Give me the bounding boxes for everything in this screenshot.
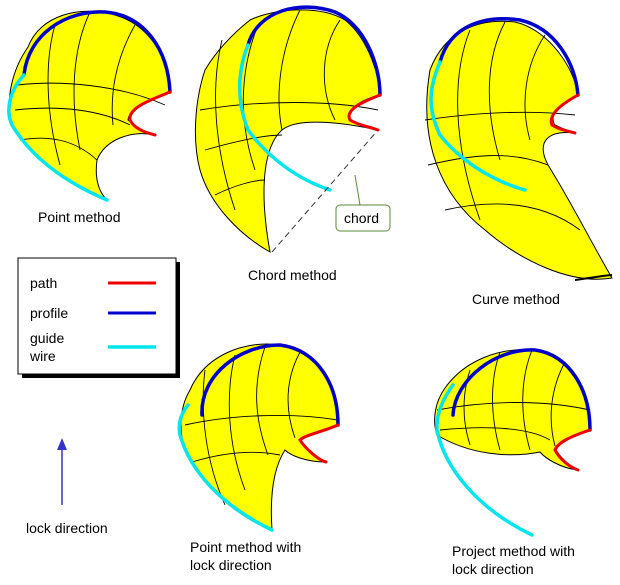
legend-path-label: path [30,275,57,291]
legend-wire-label: wire [29,348,56,364]
caption-chord-method: Chord method [248,267,337,283]
caption-lock-direction: lock direction [26,520,108,536]
project-method-lock-surface: Project method with lock direction [434,348,592,577]
caption-point-lock-2: lock direction [190,557,272,573]
legend-guide-label: guide [30,330,64,346]
caption-point-lock-1: Point method with [190,539,301,555]
chord-line [271,129,379,253]
chord-method-surface: chord Chord method [194,5,391,283]
curve-method-surface: Curve method [424,17,613,307]
chord-label: chord [344,210,379,226]
caption-point-method: Point method [38,209,121,225]
legend-profile-label: profile [30,305,68,321]
lock-direction-arrow: lock direction [26,438,108,536]
point-method-surface: Point method [7,10,172,225]
legend: path profile guide wire [17,257,180,378]
caption-curve-method: Curve method [472,291,560,307]
point-method-lock-surface: Point method with lock direction [177,343,340,573]
caption-project-lock-1: Project method with [452,543,575,559]
chord-callout-box [335,204,391,232]
caption-project-lock-2: lock direction [452,561,534,577]
